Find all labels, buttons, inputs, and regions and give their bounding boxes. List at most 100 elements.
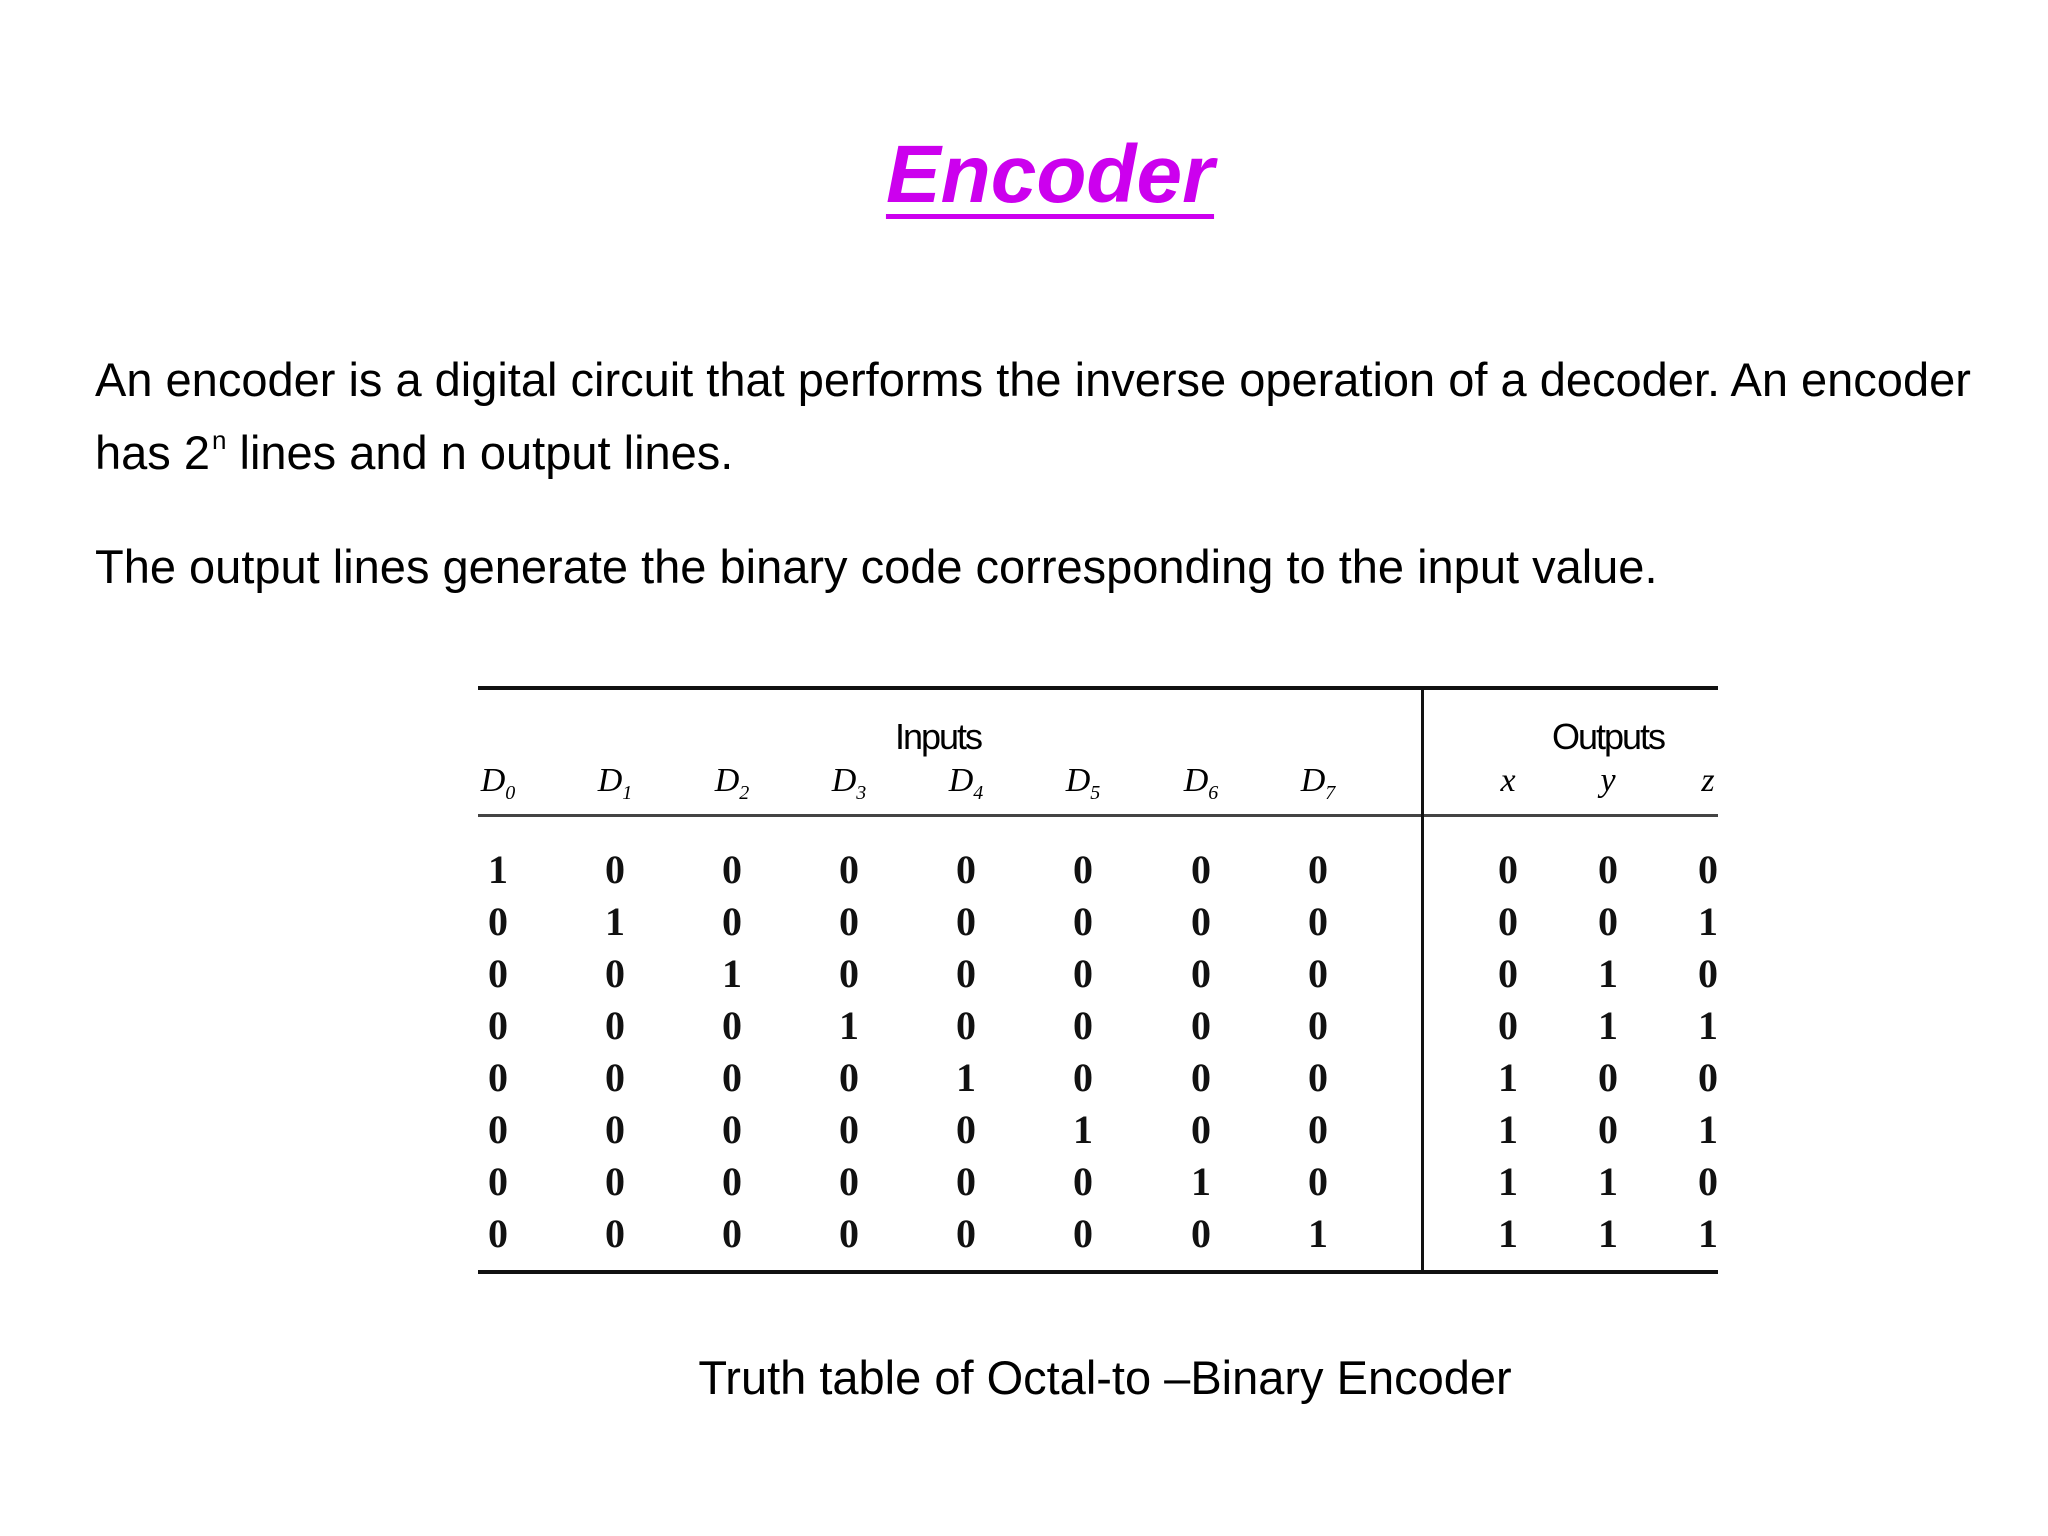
table-cell: 0 — [1073, 1055, 1093, 1100]
table-cell: 1 — [722, 951, 742, 996]
table-cell: 0 — [1598, 847, 1618, 892]
table-cell: 0 — [1308, 1107, 1328, 1152]
header-d1: D1 — [597, 762, 633, 804]
table-cell: 0 — [722, 1211, 742, 1256]
header-d5: D5 — [1065, 762, 1101, 804]
table-cell: 0 — [1191, 951, 1211, 996]
table-cell: 0 — [1308, 951, 1328, 996]
table-cell: 1 — [1498, 1159, 1518, 1204]
table-cell: 0 — [1498, 899, 1518, 944]
header-x: x — [1500, 762, 1516, 799]
table-cell: 1 — [1698, 1003, 1718, 1048]
table-cell: 0 — [605, 1211, 625, 1256]
table-cell: 0 — [1191, 1055, 1211, 1100]
table-cell: 0 — [1498, 1003, 1518, 1048]
table-cell: 0 — [1191, 1211, 1211, 1256]
table-cell: 0 — [1698, 1055, 1718, 1100]
table-cell: 0 — [1191, 1003, 1211, 1048]
header-d6: D6 — [1183, 762, 1219, 804]
table-cell: 0 — [605, 1159, 625, 1204]
table-caption: Truth table of Octal-to –Binary Encoder — [698, 1351, 1512, 1404]
table-cell: 0 — [1308, 1159, 1328, 1204]
header-y: y — [1600, 762, 1616, 799]
table-cell: 0 — [1698, 1159, 1718, 1204]
table-cell: 0 — [1598, 1055, 1618, 1100]
table-cell: 0 — [956, 847, 976, 892]
table-cell: 0 — [956, 899, 976, 944]
table-cell: 0 — [1308, 1055, 1328, 1100]
table-cell: 0 — [839, 899, 859, 944]
table-cell: 0 — [1073, 1003, 1093, 1048]
table-cell: 0 — [1308, 899, 1328, 944]
table-cell: 0 — [1191, 1107, 1211, 1152]
output-description: The output lines generate the binary cod… — [95, 540, 1658, 593]
intro-paragraph: An encoder is a digital circuit that per… — [95, 350, 2025, 483]
header-d7: D7 — [1300, 762, 1336, 804]
table-cell: 1 — [1498, 1055, 1518, 1100]
table-cell: 0 — [1598, 1107, 1618, 1152]
intro-text-part1: An encoder is a digital circuit that per… — [95, 353, 1971, 479]
table-cell: 0 — [956, 1159, 976, 1204]
table-cell: 0 — [956, 1003, 976, 1048]
table-top-rule — [478, 686, 1718, 690]
table-cell: 1 — [1598, 1211, 1618, 1256]
table-cell: 0 — [839, 1107, 859, 1152]
table-cell: 1 — [1498, 1107, 1518, 1152]
table-cell: 0 — [1308, 1003, 1328, 1048]
table-cell: 0 — [722, 899, 742, 944]
superscript-n: n — [211, 425, 227, 455]
header-d0: D0 — [480, 762, 516, 804]
intro-text-part2: lines and n output lines. — [226, 426, 734, 479]
table-cell: 0 — [722, 1107, 742, 1152]
table-cell: 1 — [1698, 899, 1718, 944]
table-cell: 0 — [839, 951, 859, 996]
table-cell: 0 — [488, 1107, 508, 1152]
table-cell: 0 — [1698, 951, 1718, 996]
header-d2: D2 — [714, 762, 750, 804]
table-cell: 0 — [722, 1159, 742, 1204]
table-divider — [1421, 686, 1424, 1274]
table-cell: 0 — [1698, 847, 1718, 892]
table-cell: 0 — [1191, 899, 1211, 944]
table-cell: 1 — [1698, 1107, 1718, 1152]
table-cell: 0 — [1073, 847, 1093, 892]
table-cell: 1 — [1598, 1003, 1618, 1048]
table-cell: 1 — [605, 899, 625, 944]
table-cell: 0 — [722, 847, 742, 892]
table-header-rule — [478, 814, 1718, 817]
table-cell: 0 — [605, 951, 625, 996]
table-cell: 0 — [488, 1211, 508, 1256]
table-cell: 0 — [488, 899, 508, 944]
table-cell: 1 — [956, 1055, 976, 1100]
table-cell: 0 — [956, 951, 976, 996]
table-cell: 0 — [488, 1003, 508, 1048]
table-cell: 0 — [1073, 899, 1093, 944]
table-cell: 0 — [1498, 951, 1518, 996]
table-cell: 0 — [1498, 847, 1518, 892]
table-cell: 1 — [1191, 1159, 1211, 1204]
table-cell: 1 — [1698, 1211, 1718, 1256]
table-cell: 1 — [1598, 1159, 1618, 1204]
table-cell: 0 — [1073, 1211, 1093, 1256]
table-cell: 0 — [839, 1055, 859, 1100]
slide-title: Encoder — [885, 129, 1215, 220]
table-cell: 1 — [1073, 1107, 1093, 1152]
table-cell: 0 — [839, 1159, 859, 1204]
table-cell: 1 — [1498, 1211, 1518, 1256]
outputs-group-label: Outputs — [1551, 716, 1666, 757]
table-cell: 0 — [605, 847, 625, 892]
table-cell: 0 — [722, 1003, 742, 1048]
table-cell: 0 — [605, 1003, 625, 1048]
table-cell: 0 — [839, 1211, 859, 1256]
table-cell: 0 — [722, 1055, 742, 1100]
table-cell: 1 — [488, 847, 508, 892]
header-d3: D3 — [831, 762, 867, 804]
table-cell: 0 — [1073, 1159, 1093, 1204]
table-cell: 1 — [1308, 1211, 1328, 1256]
table-cell: 0 — [1308, 847, 1328, 892]
table-cell: 0 — [1598, 899, 1618, 944]
header-z: z — [1701, 762, 1715, 799]
table-cell: 0 — [956, 1107, 976, 1152]
table-cell: 0 — [605, 1107, 625, 1152]
